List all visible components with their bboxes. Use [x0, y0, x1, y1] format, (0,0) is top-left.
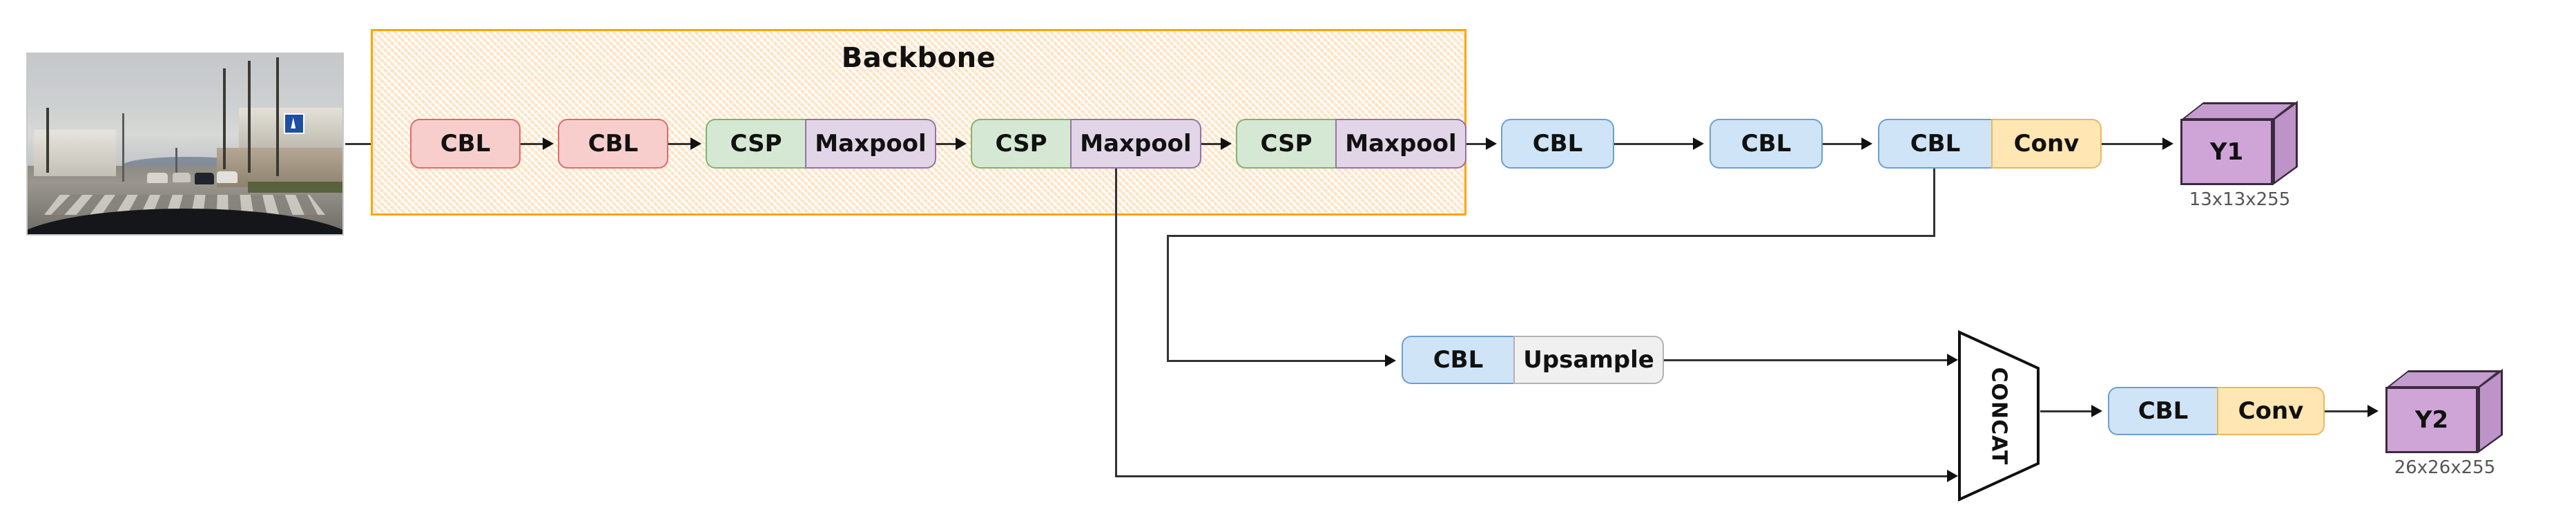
head-block-conv-2[interactable]: Conv — [2217, 387, 2325, 435]
connector-concat-to-cbl — [2040, 410, 2094, 412]
connector — [668, 143, 693, 145]
skip-a-vertical-down — [1933, 169, 1935, 236]
backbone-block-cbl-3[interactable]: CBL — [1501, 119, 1614, 169]
skip-a-horizontal — [1167, 235, 1935, 237]
backbone-block-csp-1[interactable]: CSP — [706, 119, 805, 169]
output-y1-label: Y1 — [2180, 119, 2273, 185]
photo-streetlamp-far — [175, 147, 178, 177]
skip-a-into-cbl — [1167, 360, 1388, 362]
arrowhead — [1385, 354, 1396, 367]
arrowhead — [543, 137, 554, 150]
connector — [1466, 143, 1489, 145]
head-block-conv-1[interactable]: Conv — [1991, 119, 2102, 169]
connector-conv-to-y2 — [2325, 410, 2370, 412]
arrowhead — [1486, 137, 1497, 150]
skip-b-vertical — [1115, 169, 1117, 477]
head-block-upsample[interactable]: Upsample — [1513, 336, 1664, 384]
head-block-cbl-2[interactable]: CBL — [1878, 119, 1991, 169]
output-y2-shape: 26x26x255 — [2394, 457, 2496, 478]
photo-streetlamp — [122, 113, 124, 182]
arrowhead — [2367, 405, 2379, 417]
backbone-block-maxpool-2[interactable]: Maxpool — [1070, 119, 1201, 169]
arrowhead — [1221, 137, 1232, 150]
photo-tree — [248, 61, 251, 173]
output-y1-shape: 13x13x255 — [2189, 189, 2291, 210]
arrowhead — [956, 137, 967, 150]
connector — [521, 143, 545, 145]
arrowhead — [2162, 137, 2173, 150]
arrowhead — [1693, 137, 1704, 150]
head-block-cbl-3[interactable]: CBL — [1402, 336, 1513, 384]
photo-grass-verge — [248, 182, 342, 193]
photo-car — [172, 173, 191, 183]
photo-car — [194, 173, 214, 185]
head-block-cbl-1[interactable]: CBL — [1710, 119, 1823, 169]
photo-tree — [46, 108, 50, 173]
backbone-block-csp-3[interactable]: CSP — [1236, 119, 1335, 169]
photo-crossing-sign — [284, 113, 305, 135]
output-y2-label: Y2 — [2385, 387, 2478, 453]
connector — [936, 143, 958, 145]
photo-tree — [276, 57, 280, 177]
backbone-block-maxpool-3[interactable]: Maxpool — [1335, 119, 1466, 169]
connector — [1201, 143, 1223, 145]
photo-car — [147, 173, 168, 184]
arrowhead — [1861, 137, 1872, 150]
concat-shape — [1958, 330, 2040, 502]
backbone-block-cbl-1[interactable]: CBL — [410, 119, 521, 169]
backbone-title: Backbone — [841, 42, 996, 74]
photo-car — [216, 171, 238, 183]
head-block-cbl-4[interactable]: CBL — [2108, 387, 2217, 435]
concat-label-wrap: CONCAT — [1957, 330, 2040, 502]
input-image — [26, 52, 344, 236]
arrowhead — [2091, 405, 2102, 417]
arrowhead — [1947, 470, 1958, 482]
concat-label: CONCAT — [1986, 367, 2011, 465]
arrowhead — [690, 137, 701, 150]
connector-conv-to-y1 — [2102, 143, 2165, 145]
backbone-block-cbl-2[interactable]: CBL — [558, 119, 668, 169]
skip-b-horizontal — [1115, 475, 1953, 477]
output-y1-cube: Y1 13x13x255 — [2180, 100, 2298, 210]
arrowhead — [1947, 354, 1958, 366]
connector — [1823, 143, 1864, 145]
photo-tree — [222, 68, 226, 170]
connector-upsample-to-concat — [1664, 359, 1953, 361]
concat-node[interactable]: CONCAT — [1957, 330, 2040, 502]
backbone-block-csp-2[interactable]: CSP — [971, 119, 1070, 169]
skip-a-vertical-left — [1167, 235, 1169, 361]
output-y2-cube: Y2 26x26x255 — [2385, 368, 2503, 478]
backbone-block-maxpool-1[interactable]: Maxpool — [805, 119, 936, 169]
connector-backbone-to-head — [1614, 143, 1696, 145]
photo-wall-right — [216, 147, 342, 188]
